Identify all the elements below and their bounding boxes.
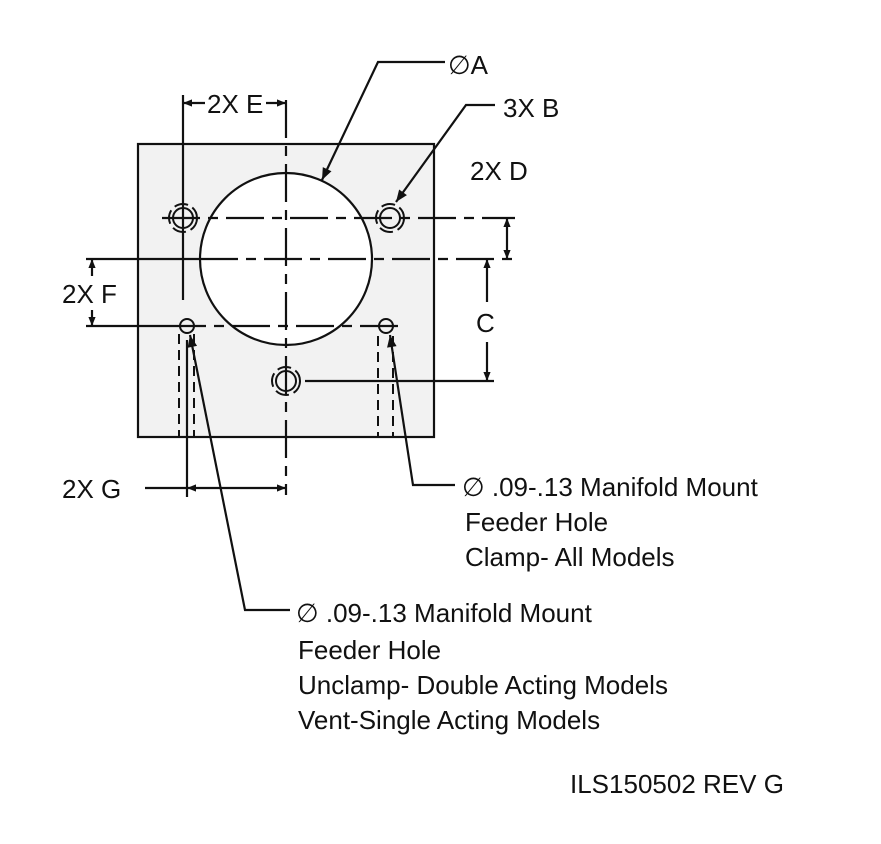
note-clamp-feeder: ∅ .09-.13 Manifold Mount Feeder Hole Cla… [387, 334, 759, 572]
feeder-hole-left [179, 318, 195, 334]
note-unclamp-feeder: ∅ .09-.13 Manifold Mount Feeder Hole Unc… [187, 334, 668, 735]
dimension-2x-g: 2X G [62, 474, 286, 504]
drawing-id: ILS150502 REV G [570, 769, 784, 799]
note-right-line3: Clamp- All Models [465, 542, 675, 572]
dimension-c: C [476, 259, 495, 381]
note-left-line3: Unclamp- Double Acting Models [298, 670, 668, 700]
label-2x-f: 2X F [62, 279, 117, 309]
dimension-2x-f: 2X F [62, 259, 117, 326]
dimension-2x-d: 2X D [470, 156, 528, 259]
label-2x-g: 2X G [62, 474, 121, 504]
note-left-line2: Feeder Hole [298, 635, 441, 665]
threaded-hole-bottom [271, 366, 301, 396]
note-right-line2: Feeder Hole [465, 507, 608, 537]
label-dia-a: ∅A [448, 50, 489, 80]
label-2x-d: 2X D [470, 156, 528, 186]
label-2x-e: 2X E [207, 89, 263, 119]
feeder-hole-right [378, 318, 394, 334]
dimension-2x-e: 2X E [183, 89, 286, 119]
leader-dia-a: ∅A [321, 50, 489, 181]
leader-3x-b: 3X B [395, 93, 559, 203]
threaded-hole-right [375, 203, 405, 233]
note-left-line4: Vent-Single Acting Models [298, 705, 600, 735]
note-right-line1: ∅ .09-.13 Manifold Mount [462, 472, 759, 502]
note-left-line1: ∅ .09-.13 Manifold Mount [296, 598, 593, 628]
label-c: C [476, 308, 495, 338]
label-3x-b: 3X B [503, 93, 559, 123]
centerlines [86, 100, 515, 495]
